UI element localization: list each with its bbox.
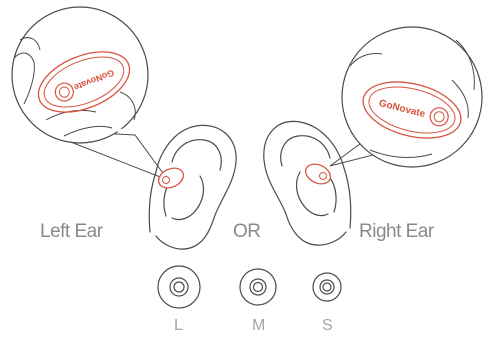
ear-tip-large-icon <box>157 265 201 309</box>
size-label-l: L <box>174 317 183 334</box>
left-earbud-icon <box>157 167 185 189</box>
size-label-m: M <box>252 317 265 334</box>
right-earbud-icon <box>304 163 332 185</box>
right-ear-icon <box>263 120 352 246</box>
left-ear-label: Left Ear <box>40 221 103 242</box>
or-label: OR <box>233 221 261 242</box>
ear-tip-medium-icon <box>239 268 277 306</box>
right-zoom-callout: GoNovate <box>329 26 483 168</box>
left-zoom-callout: GoNovate <box>11 6 170 182</box>
right-zoom-ear-lines <box>349 39 475 158</box>
size-label-s: S <box>322 317 333 334</box>
right-ear-label: Right Ear <box>359 221 434 242</box>
ear-tip-small-icon <box>312 272 342 302</box>
left-ear-icon <box>148 124 237 250</box>
